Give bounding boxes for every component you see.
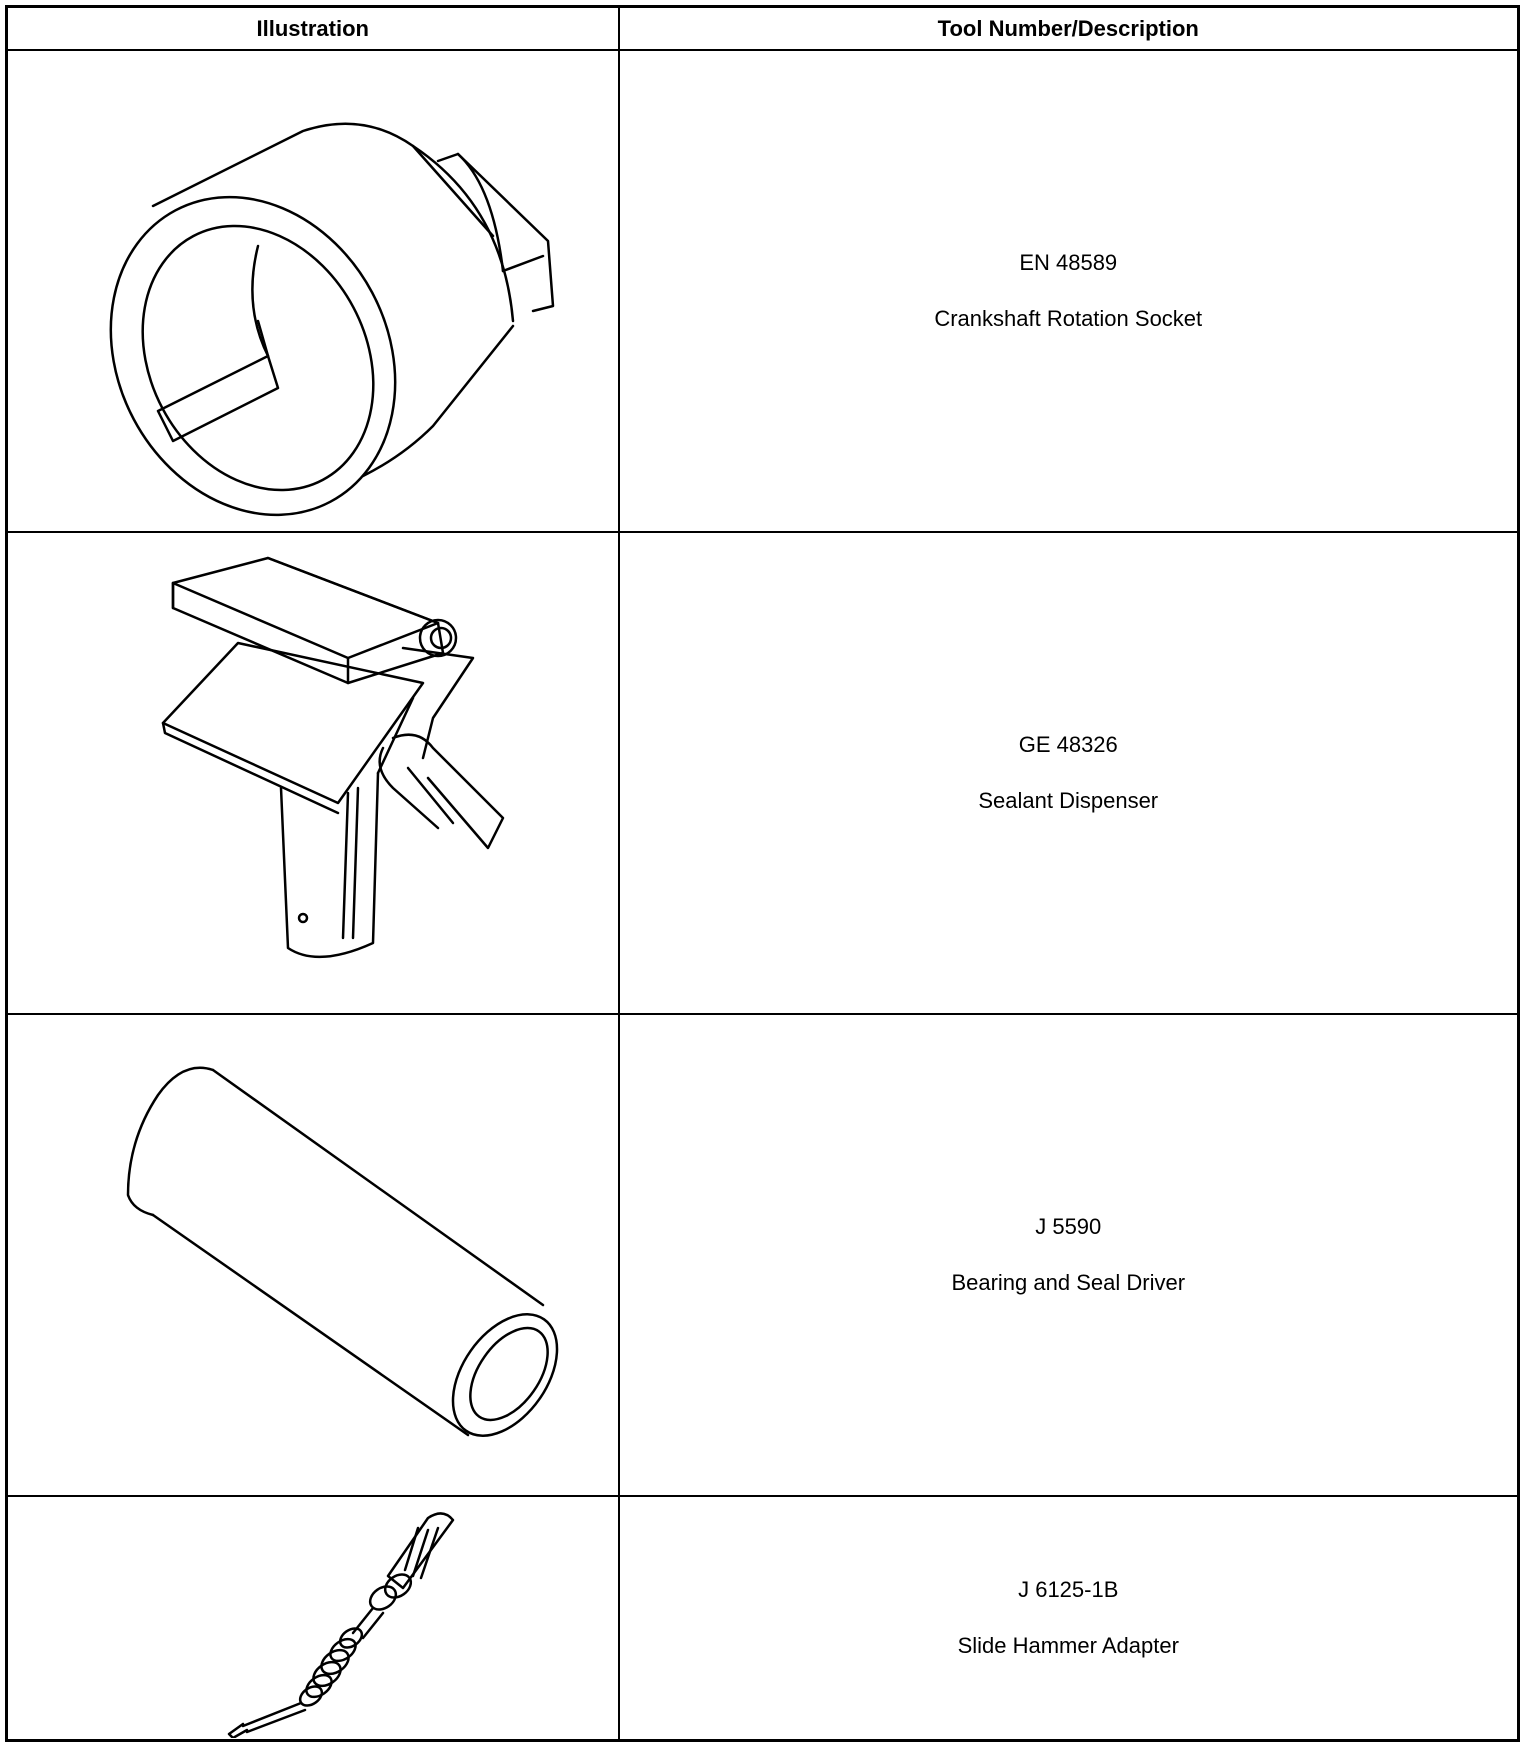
special-tools-table: Illustration Tool Number/Description: [5, 5, 1520, 1742]
tool-description: Sealant Dispenser: [978, 788, 1159, 813]
slide-hammer-adapter-illustration: [227, 1512, 454, 1738]
illustration-cell: [5, 49, 620, 533]
table-row: EN 48589 Crankshaft Rotation Socket: [5, 49, 1520, 533]
tool-description: Crankshaft Rotation Socket: [934, 306, 1203, 331]
crankshaft-rotation-socket-illustration: [109, 122, 554, 517]
illustration-cell: [5, 1013, 620, 1497]
tool-number: GE 48326: [1018, 732, 1118, 757]
table-row: GE 48326 Sealant Dispenser: [5, 531, 1520, 1015]
header-row: Illustration Tool Number/Description: [5, 5, 1520, 51]
tool-number: J 6125-1B: [1018, 1577, 1119, 1602]
sealant-dispenser-illustration: [161, 556, 504, 959]
tool-description: Bearing and Seal Driver: [951, 1270, 1186, 1295]
description-cell: GE 48326 Sealant Dispenser: [617, 531, 1520, 1015]
description-cell: EN 48589 Crankshaft Rotation Socket: [617, 49, 1520, 533]
tool-description: Slide Hammer Adapter: [957, 1633, 1179, 1658]
tool-number: EN 48589: [1019, 250, 1118, 275]
tool-number: J 5590: [1035, 1214, 1102, 1239]
description-cell: J 6125-1B Slide Hammer Adapter: [617, 1495, 1520, 1742]
table-row: J 6125-1B Slide Hammer Adapter: [5, 1495, 1520, 1742]
header-illustration: Illustration: [5, 5, 620, 51]
illustration-cell: [5, 531, 620, 1015]
table-row: J 5590 Bearing and Seal Driver: [5, 1013, 1520, 1497]
illustration-cell: [5, 1495, 620, 1742]
header-tool-number-description: Tool Number/Description: [617, 5, 1520, 51]
description-cell: J 5590 Bearing and Seal Driver: [617, 1013, 1520, 1497]
bearing-and-seal-driver-illustration: [126, 1066, 559, 1437]
